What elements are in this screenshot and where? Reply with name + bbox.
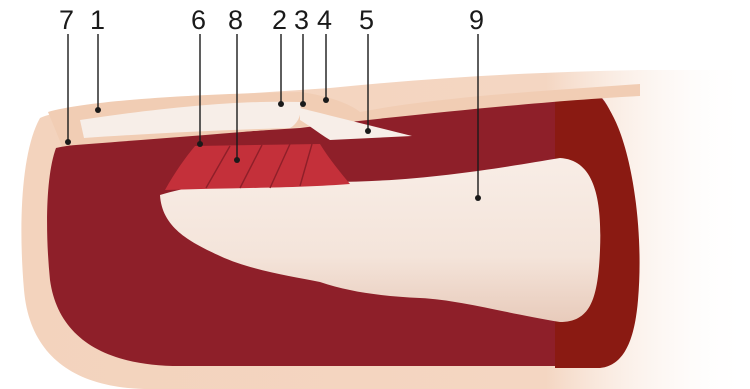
label-5: 5 <box>359 5 374 35</box>
label-9: 9 <box>469 5 484 35</box>
label-6: 6 <box>191 5 206 35</box>
nail-matrix <box>165 144 350 190</box>
label-7: 7 <box>59 5 74 35</box>
label-4: 4 <box>317 5 332 35</box>
label-2: 2 <box>272 5 287 35</box>
label-1: 1 <box>90 5 105 35</box>
label-8: 8 <box>228 5 243 35</box>
label-3: 3 <box>294 5 309 35</box>
